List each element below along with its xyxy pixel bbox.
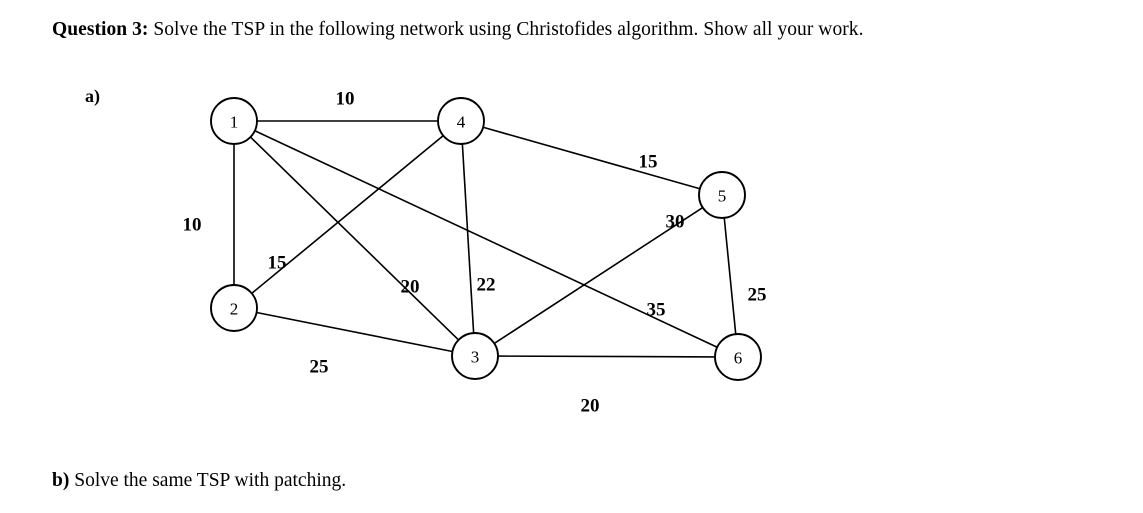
graph-edge-4-5 (482, 126, 701, 190)
graph-edge-3-5 (493, 206, 704, 345)
edge-weight-2-3: 25 (310, 357, 329, 378)
question-text: Solve the TSP in the following network u… (148, 19, 864, 40)
edge-weight-5-6: 25 (748, 285, 767, 306)
graph-edge-3-6 (497, 355, 716, 358)
edge-weight-1-4: 10 (336, 89, 355, 110)
graph-edge-1-3 (249, 136, 460, 341)
question-heading: Question 3: Solve the TSP in the followi… (52, 18, 864, 42)
graph-node-label-2: 2 (230, 300, 239, 319)
graph-edge-2-3 (256, 311, 453, 353)
part-a-label: a) (85, 86, 100, 106)
question-number-label: Question 3: (52, 19, 149, 40)
graph-node-1 (210, 97, 258, 145)
edge-weight-3-4: 22 (477, 275, 496, 296)
edge-weight-4-5: 15 (639, 152, 658, 173)
network-graph-svg: 1 2 3 4 5 6 10 10 15 20 22 25 15 30 35 25 20 (183, 89, 767, 417)
edge-weight-1-3: 20 (401, 277, 420, 298)
edge-weight-1-6: 35 (647, 300, 666, 321)
part-b-text: Solve the same TSP with patching. (69, 470, 347, 491)
edge-weight-3-6: 20 (581, 396, 600, 417)
graph-edge-5-6 (723, 217, 737, 335)
graph-node-label-6: 6 (734, 349, 743, 368)
network-graph-figure: 1 2 3 4 5 6 10 10 15 20 22 25 15 30 35 25 20 (0, 70, 1143, 450)
graph-node-6 (714, 333, 762, 381)
graph-edge-3-4 (461, 143, 475, 334)
edge-weight-2-4: 15 (268, 253, 287, 274)
graph-edge-1-6 (254, 130, 718, 348)
part-b-line: b) Solve the same TSP with patching. (52, 470, 346, 492)
graph-node-5 (698, 171, 746, 219)
graph-node-label-4: 4 (457, 113, 466, 132)
graph-node-3 (451, 332, 499, 380)
graph-node-label-5: 5 (718, 187, 727, 206)
edge-weight-3-5: 30 (666, 212, 685, 233)
graph-node-label-3: 3 (471, 348, 480, 367)
graph-edge-2-4 (251, 135, 444, 294)
graph-edges-layer (233, 120, 737, 358)
graph-nodes-layer: 1 2 3 4 5 6 (210, 97, 762, 381)
graph-node-label-1: 1 (230, 113, 239, 132)
part-b-label: b) (52, 470, 70, 491)
graph-node-4 (437, 97, 485, 145)
edge-weight-1-2: 10 (183, 215, 202, 236)
graph-node-2 (210, 284, 258, 332)
